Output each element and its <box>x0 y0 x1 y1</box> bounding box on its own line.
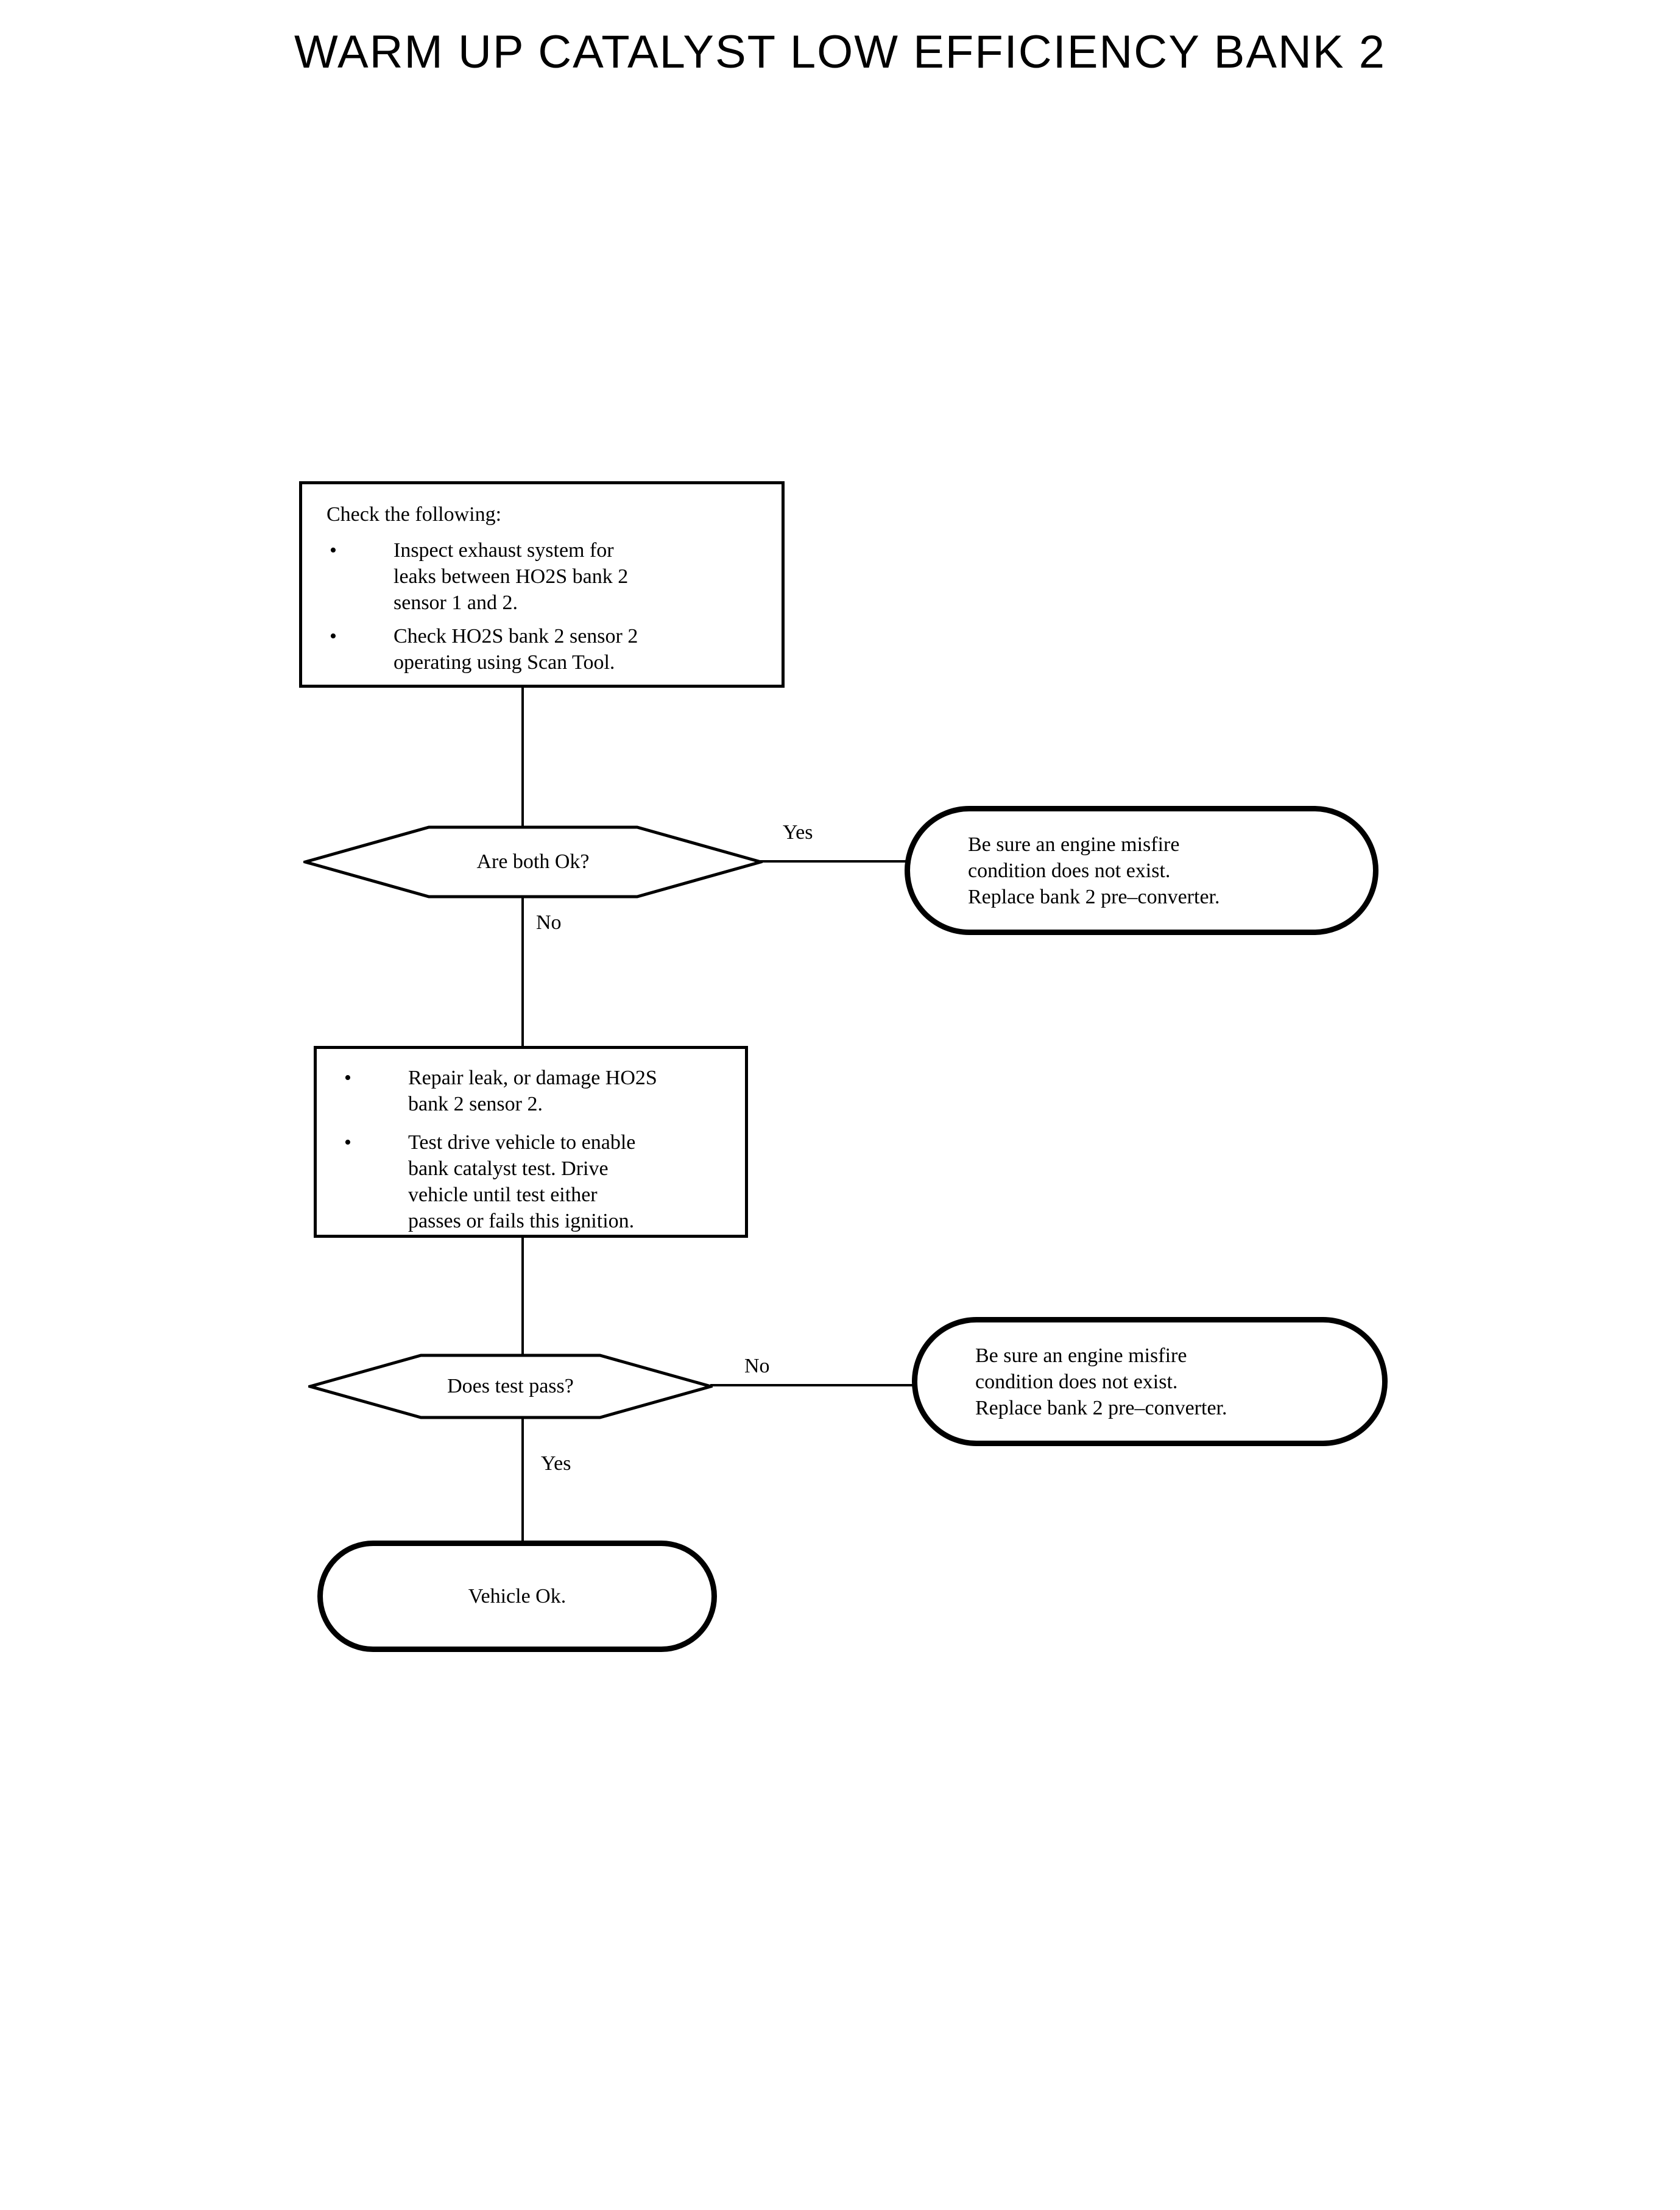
connector-decision2-no <box>710 1384 914 1386</box>
bullet-item: • Test drive vehicle to enable bank cata… <box>317 1129 745 1234</box>
page-title: WARM UP CATALYST LOW EFFICIENCY BANK 2 <box>294 26 1386 78</box>
bullet-icon: • <box>330 539 337 562</box>
decision1-label: Are both Ok? <box>476 850 590 873</box>
bullet-icon: • <box>330 625 337 648</box>
bullet-item: • Repair leak, or damage HO2S bank 2 sen… <box>317 1065 745 1117</box>
connector-box1-to-decision1 <box>521 687 524 828</box>
edge-label-yes-2: Yes <box>541 1452 571 1475</box>
bullet-text: Repair leak, or damage HO2S bank 2 senso… <box>408 1067 657 1115</box>
hexagon-shape <box>308 1354 713 1419</box>
decision-does-test-pass: Does test pass? <box>308 1354 713 1419</box>
terminal-replace-preconverter-2: Be sure an engine misfire condition does… <box>912 1317 1388 1446</box>
connector-decision1-to-box2 <box>521 897 524 1047</box>
terminal-ok-text: Vehicle Ok. <box>468 1585 566 1608</box>
terminal-replace-preconverter-1: Be sure an engine misfire condition does… <box>905 806 1378 935</box>
bullet-icon: • <box>344 1131 351 1154</box>
bullet-icon: • <box>344 1067 351 1089</box>
terminal2-text: Be sure an engine misfire condition does… <box>975 1344 1227 1419</box>
decision2-label: Does test pass? <box>447 1375 574 1397</box>
process-box-repair-testdrive: • Repair leak, or damage HO2S bank 2 sen… <box>314 1046 748 1238</box>
bullet-text: Check HO2S bank 2 sensor 2 operating usi… <box>394 625 638 674</box>
bullet-item: • Inspect exhaust system for leaks betwe… <box>302 537 782 616</box>
connector-decision1-yes <box>760 860 906 863</box>
terminal-vehicle-ok: Vehicle Ok. <box>317 1541 717 1652</box>
edge-label-yes-1: Yes <box>783 821 813 844</box>
connector-box2-to-decision2 <box>521 1237 524 1356</box>
bullet-text: Inspect exhaust system for leaks between… <box>394 539 629 614</box>
edge-label-no-1: No <box>536 911 562 934</box>
edge-label-no-2: No <box>744 1355 770 1377</box>
bullet-text: Test drive vehicle to enable bank cataly… <box>408 1131 636 1232</box>
decision-are-both-ok: Are both Ok? <box>303 825 763 898</box>
bullet-item: • Check HO2S bank 2 sensor 2 operating u… <box>302 623 782 676</box>
terminal1-text: Be sure an engine misfire condition does… <box>968 833 1220 908</box>
connector-decision2-to-terminal-ok <box>521 1418 524 1542</box>
box1-intro-text: Check the following: <box>326 503 502 526</box>
process-box-initial-checks: Check the following: • Inspect exhaust s… <box>299 481 785 688</box>
